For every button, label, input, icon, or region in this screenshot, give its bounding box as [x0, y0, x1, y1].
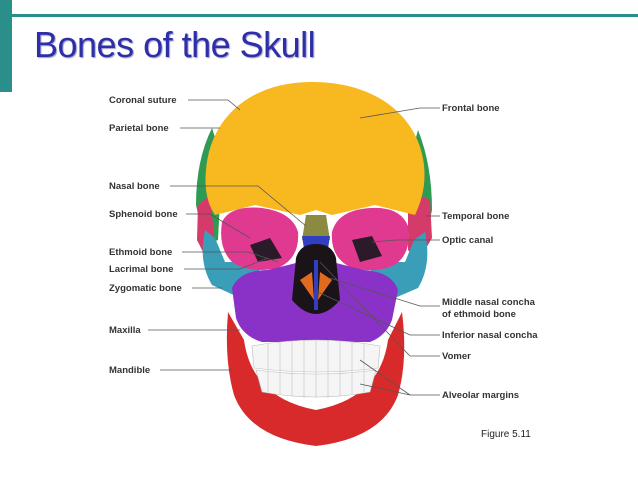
label-optic-canal: Optic canal: [442, 235, 493, 246]
optic-canal-left: [250, 238, 282, 262]
title-rule: [12, 14, 638, 17]
label-frontal-bone: Frontal bone: [442, 103, 500, 114]
figure-caption: Figure 5.11: [481, 429, 531, 440]
slide-title: Bones of the Skull: [34, 24, 316, 65]
label-middle-nasal-concha: Middle nasal concha: [442, 297, 536, 308]
label-sphenoid-bone: Sphenoid bone: [109, 209, 178, 220]
label-middle-nasal-concha-line2: of ethmoid bone: [442, 309, 516, 320]
label-temporal-bone: Temporal bone: [442, 211, 509, 222]
optic-canal-right: [352, 236, 382, 262]
inferior-nasal-concha-shape: [300, 272, 314, 300]
tooth-dividers: [267, 340, 365, 398]
label-parietal-bone: Parietal bone: [109, 123, 169, 134]
nasal-bone-region: [302, 215, 330, 240]
label-lacrimal-bone: Lacrimal bone: [109, 264, 173, 275]
label-zygomatic-bone: Zygomatic bone: [109, 283, 182, 294]
middle-nasal-concha-shape: [318, 272, 332, 300]
label-ethmoid-bone: Ethmoid bone: [109, 247, 172, 258]
leader-lines: [148, 99, 440, 396]
label-maxilla: Maxilla: [109, 325, 141, 336]
label-nasal-bone: Nasal bone: [109, 181, 160, 192]
mandible-region: [226, 312, 405, 446]
label-vomer: Vomer: [442, 351, 471, 362]
frontal-bone-region: [205, 82, 425, 215]
septum-shape: [314, 260, 318, 310]
label-mandible: Mandible: [109, 365, 150, 376]
accent-bar: [0, 0, 12, 92]
label-coronal-suture: Coronal suture: [109, 95, 177, 106]
label-alveolar-margins: Alveolar margins: [442, 390, 519, 401]
label-inferior-nasal-concha: Inferior nasal concha: [442, 330, 538, 341]
